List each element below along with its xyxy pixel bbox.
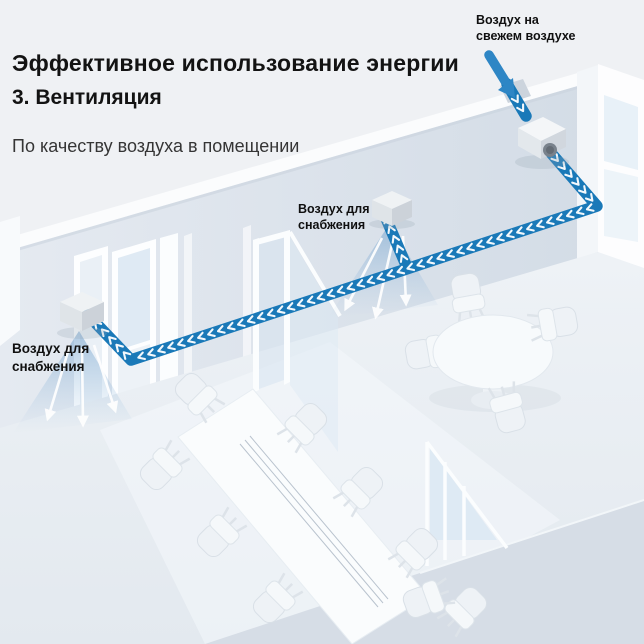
supply-air-arrow-icon <box>344 237 384 312</box>
glass-partition-bottom <box>425 440 509 566</box>
conference-table <box>177 388 429 644</box>
section-title: 3. Вентиляция <box>12 86 162 109</box>
description-text: По качеству воздуха в помещении <box>12 136 300 156</box>
air-diffuser-left <box>57 292 107 339</box>
ceiling-edge-band <box>0 66 602 253</box>
ceiling-edge-shadow <box>0 79 602 256</box>
supply-duct-network <box>82 78 603 366</box>
airflow-chevron-icons <box>93 85 595 361</box>
page-title: Эффективное использование энергии <box>12 50 459 76</box>
fresh-air-label-line1: Воздух на <box>476 13 539 27</box>
supply-air-label-left: Воздух для снабжения <box>12 340 89 376</box>
supply-air-label-middle: Воздух для снабжения <box>298 201 370 233</box>
floor-slab-highlight <box>419 499 644 574</box>
fresh-air-intake-arrow-icon <box>484 50 515 98</box>
supply-air-left-line1: Воздух для <box>12 341 90 356</box>
fresh-air-label: Воздух на свежем воздухе <box>476 12 575 44</box>
supply-air-middle-line1: Воздух для <box>298 202 370 216</box>
supply-air-middle-line2: снабжения <box>298 218 366 232</box>
fresh-air-label-line2: свежем воздухе <box>476 29 576 43</box>
round-table-group <box>402 270 581 437</box>
ventilation-unit <box>515 117 569 169</box>
wall-end-cap <box>0 216 20 346</box>
air-diffuser-middle <box>369 191 415 229</box>
door-frames <box>74 225 251 430</box>
supply-air-left-line2: снабжения <box>12 359 85 374</box>
air-fan-left <box>13 331 132 433</box>
supply-air-arrow-icon <box>76 347 89 428</box>
supply-air-arrow-icon <box>92 344 119 414</box>
right-wall-windows <box>577 64 644 305</box>
round-table <box>432 314 554 390</box>
supply-air-arrow-icon <box>44 344 72 422</box>
